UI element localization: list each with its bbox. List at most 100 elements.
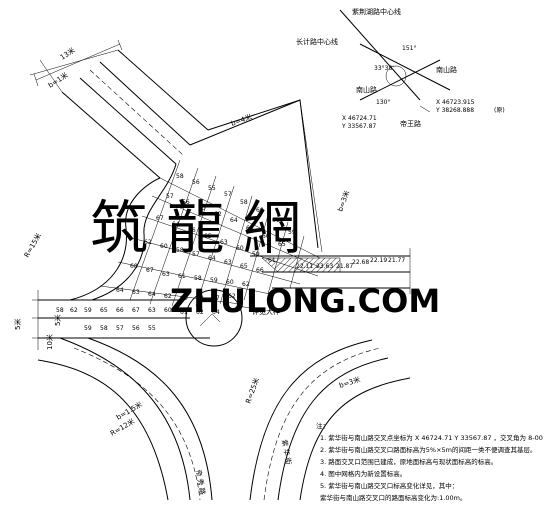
grid-value: 61 bbox=[180, 309, 188, 316]
dim-bottom-right-2: R=25米 bbox=[243, 377, 261, 405]
grid-value: 57 bbox=[166, 193, 174, 200]
grid-value: 55 bbox=[148, 325, 156, 332]
road-southwest bbox=[37, 337, 213, 501]
grid-value: 58 bbox=[176, 247, 184, 254]
road-value: 21.77 bbox=[388, 257, 405, 264]
dim-b-right-top: b=4米 bbox=[230, 112, 254, 128]
wedge-outline bbox=[189, 99, 323, 253]
grid-values: 58 56 55 57 58 60 61 59 57 56 63 62 64 6… bbox=[56, 173, 296, 332]
grid-value: 59 bbox=[84, 325, 92, 332]
grid-value: 60 bbox=[180, 295, 188, 302]
grid-value: 56 bbox=[182, 199, 190, 206]
grid-value: 58 bbox=[196, 295, 204, 302]
note-item: 3. 路面交叉口范围已建成，原地面标高与现状面标高的标高。 bbox=[320, 457, 497, 466]
dim-b-right-mid: b=3米 bbox=[335, 189, 351, 213]
note-item: 5. 紫华街与南山路交叉口标高变化详见，其中： bbox=[320, 481, 458, 490]
grid-value: 59 bbox=[84, 307, 92, 314]
inset-label-left: 长计路中心线 bbox=[296, 37, 338, 46]
grid-value: 66 bbox=[262, 233, 270, 240]
detail-callout bbox=[185, 289, 263, 347]
road-value: 22.68 bbox=[352, 259, 369, 266]
road-value: 22.11 bbox=[296, 263, 313, 270]
grid-value: 63 bbox=[246, 225, 254, 232]
notes-block: 注： 1. 紫华街与南山路交叉点坐标为 X 46724.71 Y 33567.8… bbox=[316, 421, 543, 502]
grid-value: 65 bbox=[278, 241, 286, 248]
grid-value: 66 bbox=[116, 307, 124, 314]
inset-angle-1: 151° bbox=[402, 45, 416, 52]
grid-value: 56 bbox=[132, 325, 140, 332]
grid-value: 64 bbox=[208, 255, 216, 262]
inset-coord2-y: Y 33567.87 bbox=[341, 123, 376, 130]
east-road-values: 22.11 23.63 21.87 22.68 22.19 21.77 bbox=[296, 257, 405, 270]
grid-value: 60 bbox=[256, 207, 264, 214]
grid-value: 61 bbox=[272, 217, 280, 224]
road-southeast bbox=[249, 339, 411, 501]
grid-value: 58 bbox=[194, 275, 202, 282]
grid-value: 63 bbox=[132, 289, 140, 296]
dim-b-left-top: b=1米 bbox=[46, 71, 69, 90]
grid-value: 67 bbox=[156, 215, 164, 222]
dim-top-width: 13米 bbox=[58, 46, 76, 62]
grid-value: 57 bbox=[212, 295, 220, 302]
grid-value: 58 bbox=[56, 307, 64, 314]
notes-title: 注： bbox=[316, 421, 329, 430]
note-item: 紫华街与南山路交叉口的路面标高变化为:1.00m。 bbox=[320, 493, 467, 502]
grid-value: 59 bbox=[210, 277, 218, 284]
road-west bbox=[32, 163, 210, 350]
grid-value: 57 bbox=[224, 191, 232, 198]
grid-value: 66 bbox=[188, 227, 196, 234]
grid-value: 64 bbox=[116, 287, 124, 294]
inset-angle-2: 33°38' bbox=[374, 65, 394, 72]
grid-value: 58 bbox=[100, 325, 108, 332]
grid-value: 60 bbox=[236, 245, 244, 252]
dim-left-side-2: 10米 bbox=[45, 334, 54, 350]
grid-value: 61 bbox=[178, 273, 186, 280]
grid-value: 62 bbox=[164, 293, 172, 300]
inset-diagram bbox=[339, 9, 451, 113]
grid-value: 65 bbox=[204, 233, 212, 240]
inset-coord1-y: Y 38268.888 bbox=[435, 107, 474, 114]
grid-value: 59 bbox=[252, 251, 260, 258]
grid-value: 60 bbox=[160, 243, 168, 250]
grid-value: 63 bbox=[220, 239, 228, 246]
road-value: 22.19 bbox=[370, 257, 387, 264]
grid-value: 58 bbox=[176, 173, 184, 180]
grid-value: 62 bbox=[144, 239, 152, 246]
inset-angle-3: 130° bbox=[376, 99, 390, 106]
grid-value: 62 bbox=[70, 307, 78, 314]
grid-value: 66 bbox=[256, 267, 264, 274]
inset-coord2-x: X 46724.71 bbox=[342, 115, 377, 122]
inset-coord1-x: X 46723.915 bbox=[436, 99, 475, 106]
grid-value: 64 bbox=[172, 221, 180, 228]
grid-value: 64 bbox=[148, 291, 156, 298]
inset-label-right: 南山路 bbox=[436, 65, 457, 74]
grid-value: 56 bbox=[192, 179, 200, 186]
dim-bottom-right-1: b=3米 bbox=[338, 375, 361, 390]
grid-value: 64 bbox=[230, 217, 238, 224]
grid-value: 63 bbox=[148, 307, 156, 314]
road-northwest bbox=[29, 39, 209, 179]
grid-value: 67 bbox=[146, 267, 154, 274]
grid-value: 64 bbox=[212, 309, 220, 316]
inset-label-bottom: 帝王路 bbox=[400, 119, 421, 128]
note-item: 2. 紫华街与南山路交叉口路面标高为5%×5m的间距一类不便调查其基层。 bbox=[320, 445, 537, 454]
grid-value: 62 bbox=[242, 281, 250, 288]
south-road-name: 帝 秀 路 bbox=[194, 469, 207, 496]
grid-value: 67 bbox=[132, 307, 140, 314]
east-road-name: 紫 华 街 bbox=[280, 439, 293, 466]
grid-value: 63 bbox=[224, 259, 232, 266]
grid-value: 55 bbox=[208, 185, 216, 192]
grid-value: 57 bbox=[116, 325, 124, 332]
grid-value: 60 bbox=[226, 279, 234, 286]
note-item: 1. 紫华街与南山路交叉点坐标为 X 46724.71 Y 33567.87 ，… bbox=[320, 433, 543, 442]
grid-value: 65 bbox=[240, 263, 248, 270]
inset-label-center: 南山路 bbox=[356, 85, 377, 94]
grid-value: 62 bbox=[214, 211, 222, 218]
grid-value: 63 bbox=[198, 205, 206, 212]
grid-value: 60 bbox=[164, 307, 172, 314]
dim-left-side-3: 5米 bbox=[53, 315, 62, 326]
road-east bbox=[250, 248, 411, 294]
grid-value: 59 bbox=[288, 229, 296, 236]
dim-left-side-1: 5米 bbox=[13, 319, 22, 330]
